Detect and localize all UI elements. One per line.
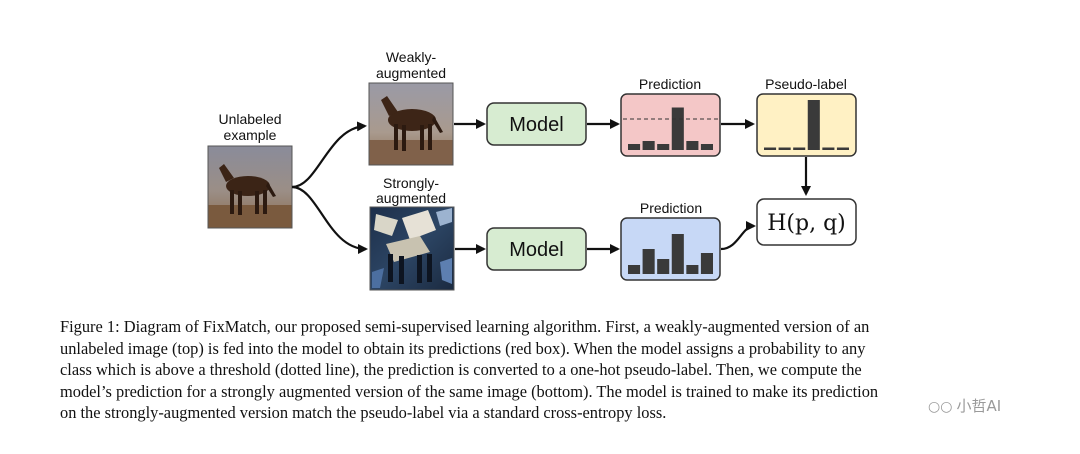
prediction-top-bar [642,141,655,150]
caption-line: Figure 1: Diagram of FixMatch, our propo… [60,317,870,336]
strong-label-line2: augmented [376,190,446,206]
prediction-bottom-bar [671,234,684,274]
wechat-icon: ○○ [928,399,953,415]
prediction-top-bar [700,144,713,150]
prediction-bottom-bar [628,265,641,274]
arrow-to-strong [291,185,368,254]
unlabeled-horse-image [207,145,293,229]
caption-line: model’s prediction for a strongly augmen… [60,381,879,401]
pseudo-label-box [756,93,857,157]
arrow-prediction-to-loss [720,221,756,251]
weak-label-line1: Weakly- [386,49,437,65]
pseudo-label-bar [778,147,791,150]
prediction-top-bar [671,107,684,150]
model-box-top: Model [486,102,587,146]
model-box-bottom: Model [486,227,587,271]
caption-line: class which is above a threshold (dotted… [60,360,862,379]
caption-line: on the strongly-augmented version match … [60,403,667,422]
prediction-bottom-bar [642,249,655,274]
prediction-top-title: Prediction [639,76,701,92]
figure-caption: Figure 1: Diagram of FixMatch, our propo… [60,316,1040,424]
strong-augmented-image [369,206,455,291]
prediction-bottom-bar [686,265,699,274]
loss-label: H(p, q) [767,211,846,236]
prediction-top-bar [628,144,641,150]
pseudo-label-bar [793,147,806,150]
unlabeled-label-line2: example [224,127,277,143]
weak-augmented-image [368,82,454,166]
prediction-bottom-bar [700,253,713,274]
pseudo-label-bar [764,147,777,150]
prediction-top-bar [686,141,699,150]
pseudo-label-bar [822,147,835,150]
pseudo-label-bar [836,147,849,150]
prediction-bottom-title: Prediction [640,200,702,216]
prediction-bottom-bar [657,259,670,274]
prediction-top-bar [657,144,670,150]
pseudo-label-title: Pseudo-label [765,76,847,92]
arrow-to-weak [291,121,367,189]
strong-label-line1: Strongly- [383,175,439,191]
pseudo-label-bar [807,100,820,150]
loss-box: H(p, q) [756,198,857,246]
weak-label-line2: augmented [376,65,446,81]
prediction-bottom-box [620,217,721,281]
unlabeled-label-line1: Unlabeled [218,111,281,127]
watermark-text: 小哲AI [956,397,1002,415]
model-top-label: Model [509,114,563,136]
model-bottom-label: Model [509,239,563,261]
prediction-top-box [620,93,721,157]
watermark: ○○小哲AI [928,395,1001,416]
caption-line: unlabeled image (top) is fed into the mo… [60,338,866,358]
